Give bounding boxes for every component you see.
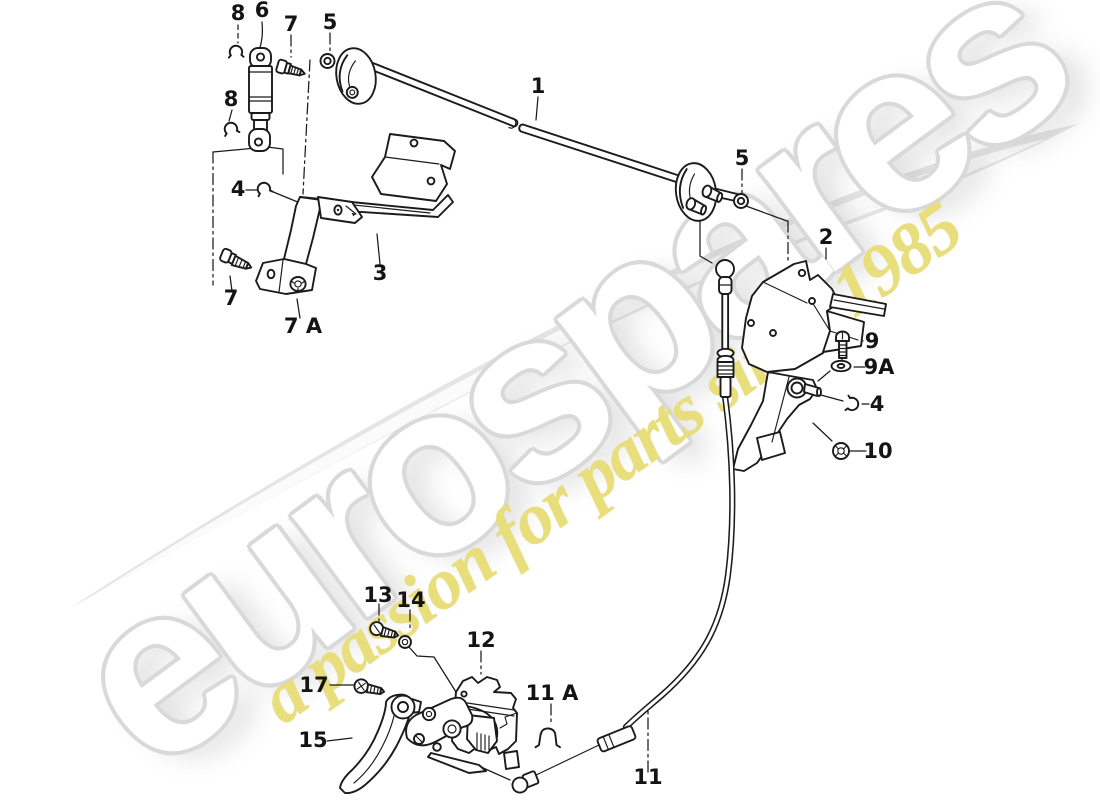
circlip-8-top xyxy=(227,44,245,59)
callout-label-4: 4 xyxy=(870,392,885,416)
screw-17 xyxy=(353,678,386,696)
leader-lines xyxy=(212,21,870,781)
callout-label-5: 5 xyxy=(323,10,338,34)
screw-7-top xyxy=(275,58,306,77)
callout-label-13: 13 xyxy=(363,583,392,607)
cable-sleeve-fitting xyxy=(596,725,637,753)
screw-13 xyxy=(369,621,400,639)
rod-segment-right xyxy=(518,123,692,187)
callout-label-11: 11 xyxy=(633,765,662,789)
hook-pin-lower xyxy=(685,197,707,216)
washer-14 xyxy=(398,635,412,649)
handle-15 xyxy=(339,693,422,795)
callout-label-8: 8 xyxy=(224,87,239,111)
torsion-rod-assembly xyxy=(335,47,749,222)
callout-label-6: 6 xyxy=(255,0,270,22)
circlip-4-right xyxy=(843,394,861,414)
callout-label-9: 9 xyxy=(865,329,880,353)
rod-segment-left xyxy=(369,62,519,128)
bracket-2 xyxy=(732,260,887,472)
washer-5-left xyxy=(319,53,336,69)
callout-label-8: 8 xyxy=(231,1,246,25)
callout-label-5: 5 xyxy=(735,146,750,170)
callout-label-4: 4 xyxy=(231,177,246,201)
callout-label-2: 2 xyxy=(819,225,834,249)
hook-11A xyxy=(534,727,561,749)
callout-label-7A: 7 A xyxy=(284,314,323,338)
washer-5-right xyxy=(733,193,749,209)
callout-label-11A: 11 A xyxy=(526,681,580,705)
circlip-8-bottom xyxy=(221,120,241,137)
callout-label-7: 7 xyxy=(224,286,239,310)
callout-label-1: 1 xyxy=(531,74,546,98)
bracket-3 xyxy=(255,133,456,295)
callout-label-9A: 9A xyxy=(864,355,896,379)
nut-10 xyxy=(832,442,850,460)
gas-strut-assembly xyxy=(221,44,336,152)
screw-7-left xyxy=(219,247,253,270)
gas-strut xyxy=(248,47,273,152)
bowden-cable xyxy=(511,259,736,794)
release-mechanism-12 xyxy=(405,676,520,774)
nut-7A xyxy=(289,276,307,293)
callout-label-10: 10 xyxy=(863,439,892,463)
callout-label-14: 14 xyxy=(396,588,425,612)
callout-label-12: 12 xyxy=(466,628,495,652)
callout-label-7: 7 xyxy=(284,12,299,36)
callout-label-15: 15 xyxy=(298,728,327,752)
callout-label-17: 17 xyxy=(299,673,328,697)
callout-label-3: 3 xyxy=(373,261,388,285)
bolt-9 xyxy=(835,330,850,359)
washer-9A xyxy=(830,359,852,373)
rod-left-hook xyxy=(335,47,377,105)
hook-pin-upper xyxy=(701,184,724,203)
circlip-4-left xyxy=(254,180,274,198)
rod-joint xyxy=(508,117,517,129)
cable-ball-end-bottom xyxy=(511,770,540,794)
